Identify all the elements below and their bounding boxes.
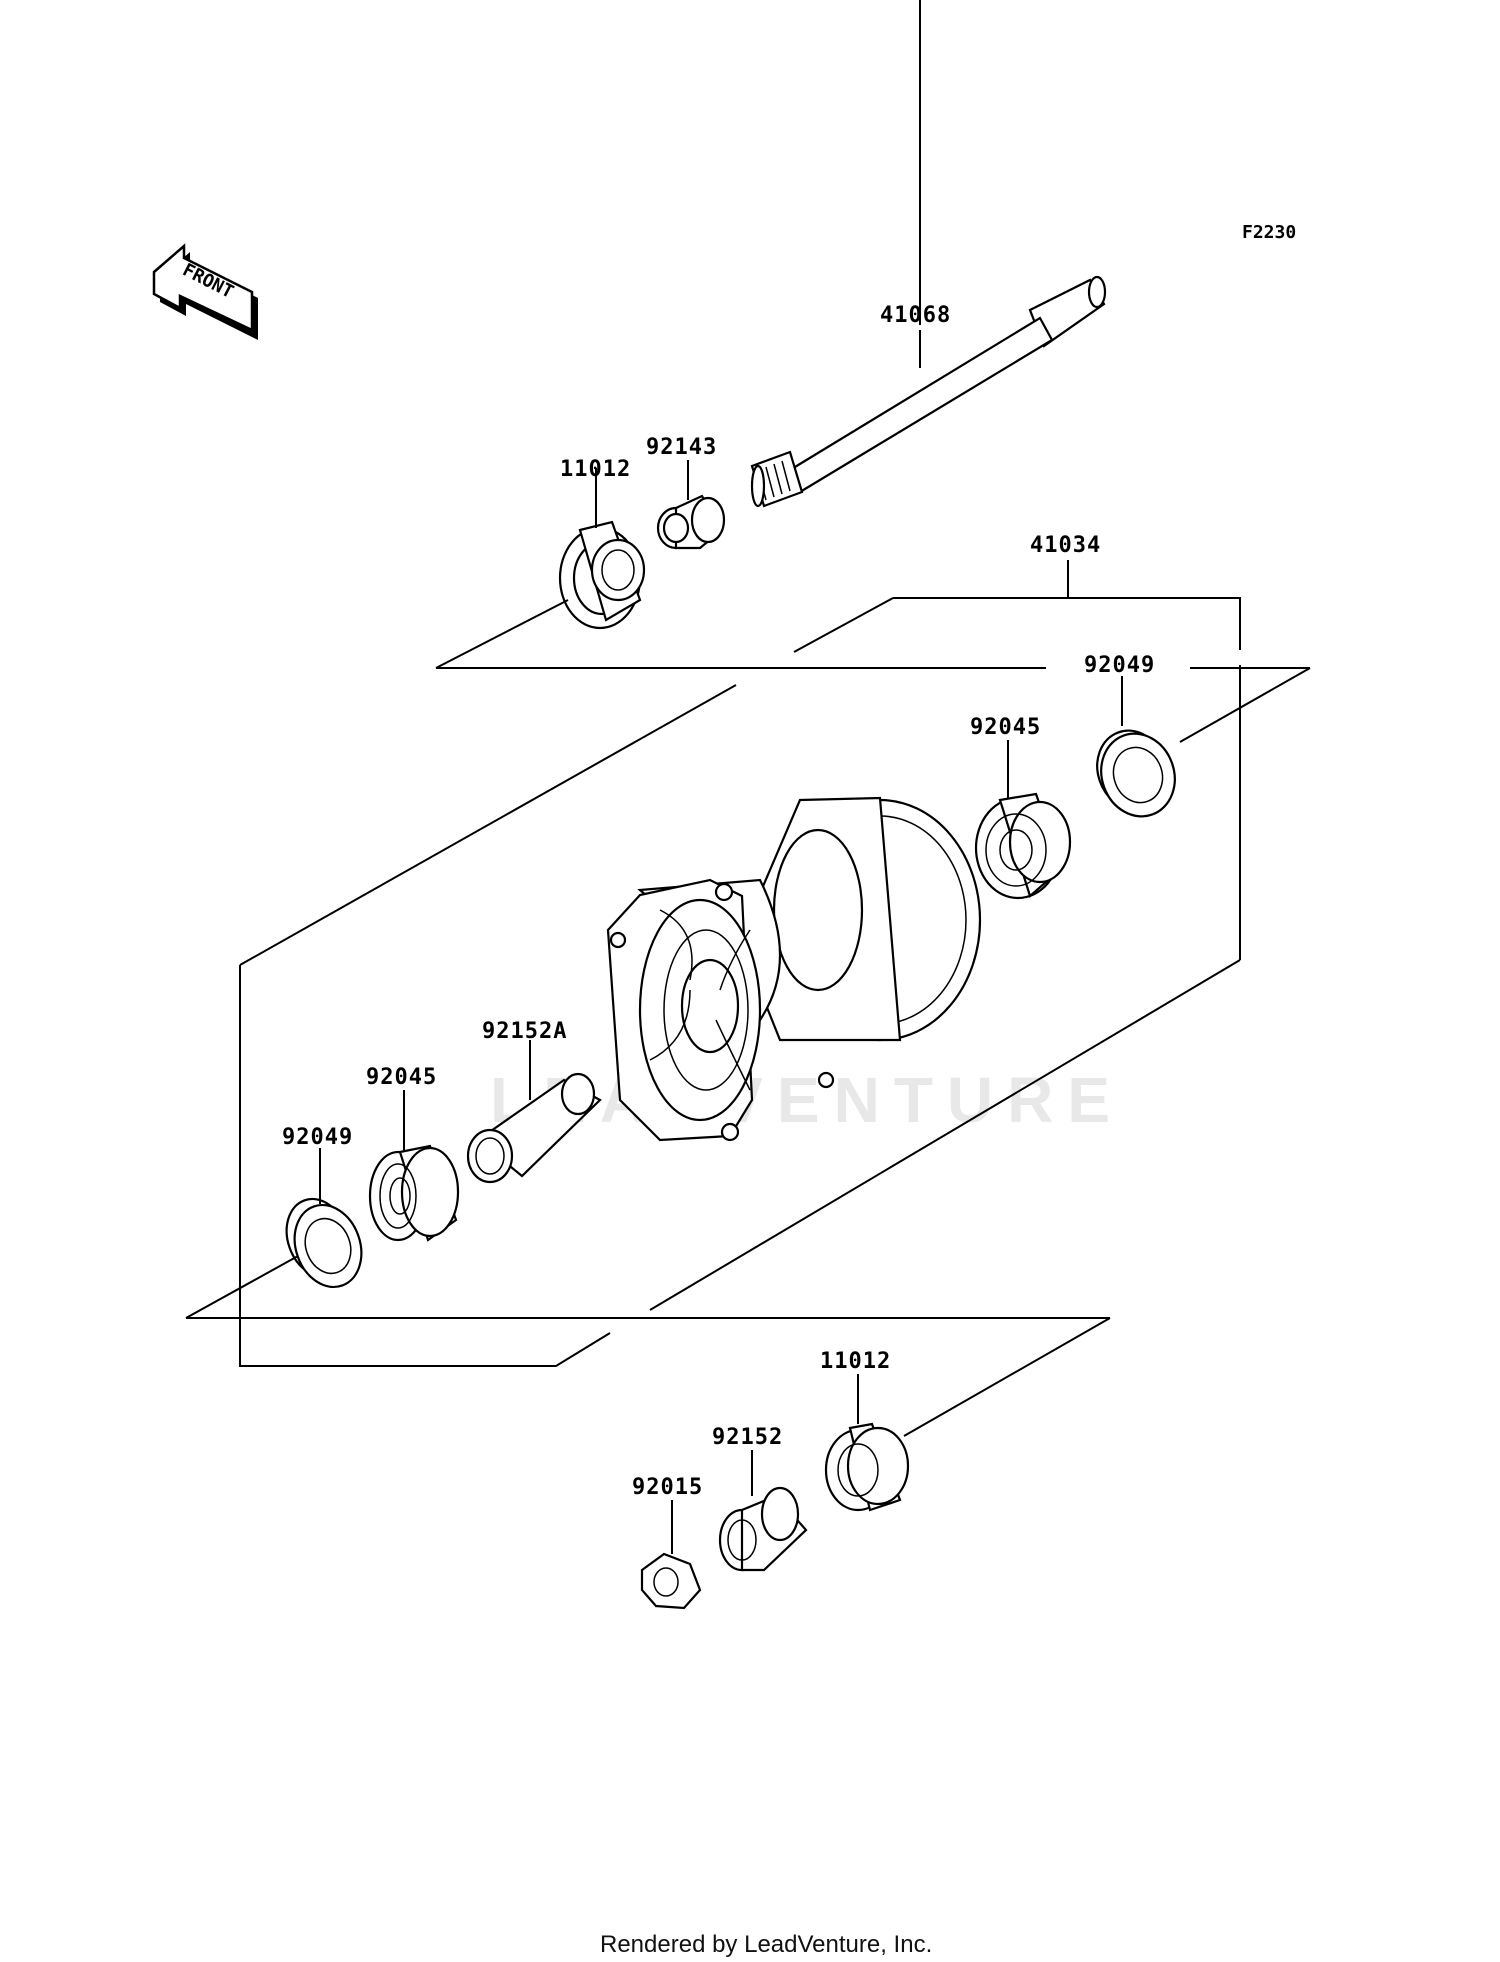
hub-bracket-diag-left <box>239 684 737 966</box>
label-92045-left[interactable]: 92045 <box>366 1065 437 1090</box>
axis-line-right <box>1179 667 1311 743</box>
label-41034[interactable]: 41034 <box>1030 533 1101 558</box>
hub-bracket-diag-top <box>793 597 894 653</box>
collar-top-part[interactable] <box>656 494 726 550</box>
label-92152[interactable]: 92152 <box>712 1425 783 1450</box>
circlip-left-part[interactable] <box>276 1190 372 1296</box>
hub-bracket-left <box>239 965 611 1367</box>
label-11012-bottom[interactable]: 11012 <box>820 1349 891 1374</box>
seal-top-part[interactable] <box>558 520 646 630</box>
axis-line-bottom-diag <box>903 1317 1111 1437</box>
bearing-right-part[interactable] <box>974 792 1072 900</box>
hub-bracket-right <box>1067 560 1241 650</box>
nut-part[interactable] <box>640 1552 702 1610</box>
circlip-right-part[interactable] <box>1086 721 1186 827</box>
bearing-left-part[interactable] <box>368 1144 460 1242</box>
label-92143[interactable]: 92143 <box>646 435 717 460</box>
hub-bracket-diag-right <box>649 959 1241 1311</box>
label-92049-left[interactable]: 92049 <box>282 1125 353 1150</box>
label-11012-top[interactable]: 11012 <box>560 457 631 482</box>
figure-code: F2230 <box>1242 222 1296 243</box>
axis-line-left <box>185 1255 299 1319</box>
axle-part[interactable] <box>750 275 1107 508</box>
seal-bottom-part[interactable] <box>824 1422 910 1512</box>
collar-bottom-part[interactable] <box>718 1486 808 1572</box>
label-92045-right[interactable]: 92045 <box>970 715 1041 740</box>
wheel-hub-part[interactable] <box>606 796 982 1142</box>
front-arrow-icon: FRONT <box>152 243 258 340</box>
spacer-a-part[interactable] <box>466 1072 602 1184</box>
label-92015[interactable]: 92015 <box>632 1475 703 1500</box>
footer-credit: Rendered by LeadVenture, Inc. <box>600 1931 932 1958</box>
label-41068[interactable]: 41068 <box>880 303 951 328</box>
label-92152A[interactable]: 92152A <box>482 1019 567 1044</box>
label-92049-right[interactable]: 92049 <box>1084 653 1155 678</box>
axis-line-top <box>435 599 569 669</box>
